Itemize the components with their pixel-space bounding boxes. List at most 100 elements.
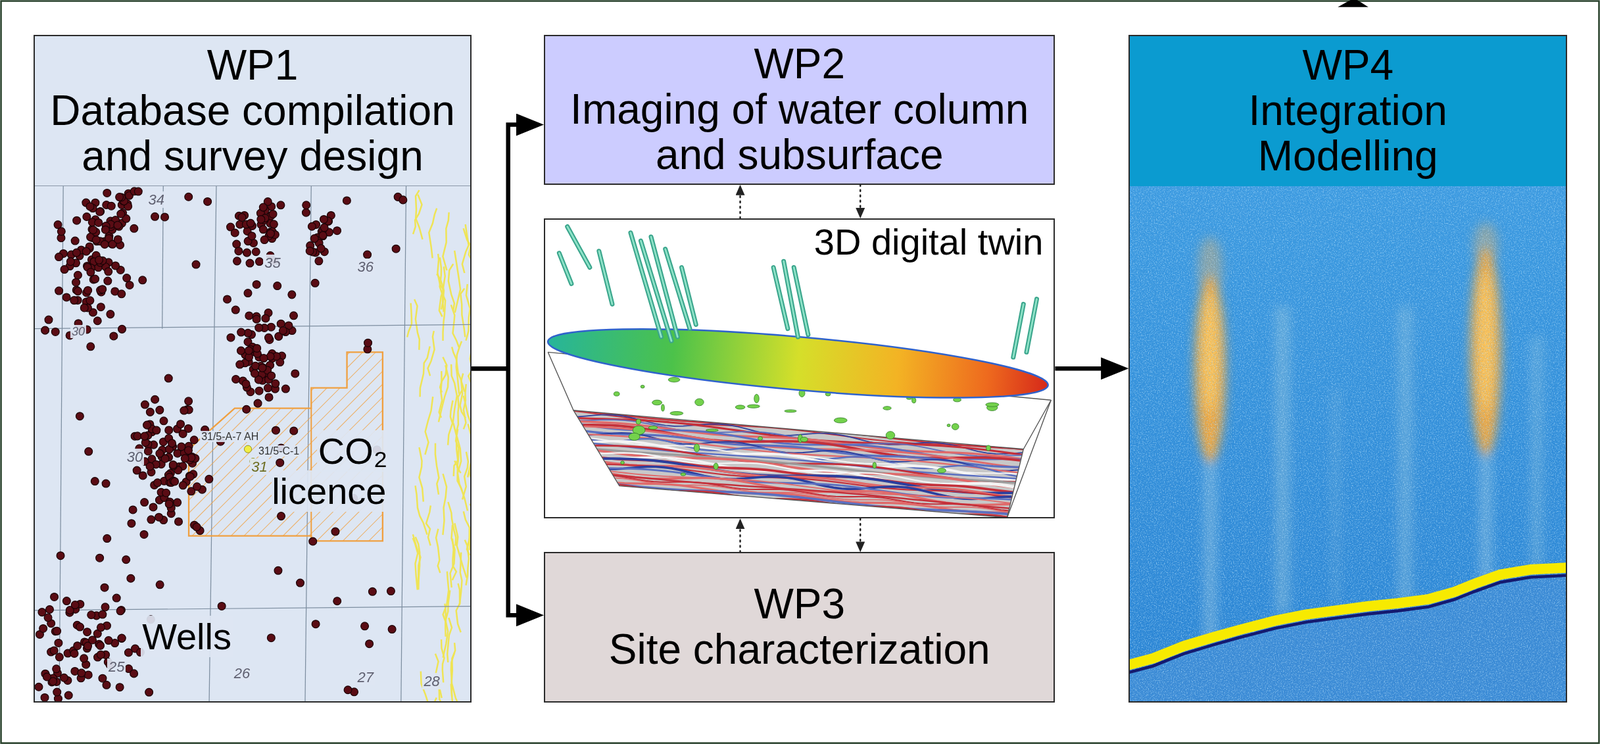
well-dot (43, 672, 52, 681)
block-number: 30 (70, 324, 87, 339)
well-dot (223, 295, 232, 304)
well-dot (100, 240, 109, 249)
coast-contour (457, 436, 463, 491)
well-dot (83, 628, 92, 636)
coast-contour (412, 194, 422, 235)
node-heading: WP2 (753, 41, 846, 87)
anomaly-blob (668, 377, 680, 383)
well-dot (247, 232, 256, 241)
well-dot (117, 209, 125, 218)
well-dot (71, 236, 79, 245)
well-dot (60, 265, 69, 274)
well-dot (134, 187, 143, 196)
well-dot (168, 439, 177, 448)
seabed (1129, 567, 1567, 675)
anomaly-blob (885, 431, 896, 440)
coast-contour (454, 250, 461, 313)
well-dot (311, 278, 319, 287)
well-dot (251, 361, 260, 370)
well-dot (41, 326, 50, 335)
coast-contour (435, 443, 439, 495)
well-dot (173, 498, 182, 507)
coast-contour (467, 423, 471, 477)
block-number: 35 (263, 254, 282, 271)
plume-stick (567, 226, 590, 267)
well-map (34, 184, 471, 702)
label-box: 30 (70, 325, 87, 339)
well-dot (169, 460, 178, 469)
well-dot (268, 210, 277, 219)
well-dot (57, 227, 66, 236)
well-dot (203, 197, 212, 206)
well-dot (80, 654, 89, 663)
grid-line (34, 606, 471, 611)
well-dot (251, 247, 260, 256)
well-dot (50, 593, 59, 602)
well-dot (169, 460, 177, 469)
well-dot (145, 407, 154, 416)
well-dot (140, 530, 148, 539)
anomaly-blob (872, 462, 876, 469)
well-dot (164, 374, 173, 383)
well-dot (96, 207, 105, 216)
well-dot (53, 687, 62, 696)
well-dot (311, 620, 320, 629)
well-dot (74, 287, 83, 296)
well-dot (84, 286, 93, 295)
work-package-box: WP3Site characterization (543, 551, 1055, 702)
well-dot (231, 305, 240, 314)
well-dot (151, 395, 160, 404)
well-dot (251, 369, 260, 378)
well-dot (391, 244, 400, 253)
well-dot (87, 610, 96, 619)
well-dot (276, 459, 285, 467)
label-box: Wells (140, 616, 233, 657)
coast-contour (428, 208, 437, 259)
well-dot (399, 195, 408, 204)
anomaly-blob (800, 436, 808, 442)
well-dot (361, 622, 369, 631)
well-dot (273, 282, 282, 291)
well-dot (255, 386, 264, 395)
map-annotation: CO₂ licence (271, 430, 388, 513)
node-heading: WP4 (1302, 42, 1394, 89)
coastline (407, 190, 471, 702)
plume-stick (599, 251, 613, 305)
well-dot (96, 553, 104, 562)
well-dot (243, 248, 252, 257)
coast-contour (447, 617, 452, 663)
plume-stick (567, 226, 590, 267)
coast-contour (412, 537, 419, 590)
coast-contour (424, 396, 433, 455)
grid-line (401, 185, 407, 702)
dotted-arrow (859, 184, 862, 214)
echogram (1129, 184, 1567, 702)
well-dot (316, 244, 325, 253)
well-dot (74, 270, 83, 279)
anomaly-blob (754, 393, 760, 403)
well-dot (234, 247, 243, 256)
map-annotation: Wells (140, 615, 233, 657)
water-column (1129, 184, 1567, 702)
licence-well (243, 445, 252, 453)
anomaly-blob (648, 426, 658, 430)
well-dot (149, 503, 158, 511)
well-dot (274, 566, 283, 575)
seismic-slice (573, 410, 1024, 518)
well-dot (162, 488, 171, 497)
well-dot (246, 218, 255, 227)
well-dot (44, 315, 53, 324)
anomaly-blob (883, 406, 892, 411)
well-dot (259, 225, 267, 234)
well-dot (103, 276, 112, 285)
well-dot (281, 384, 290, 393)
well-dot (159, 416, 168, 425)
well-dot (255, 323, 264, 332)
well-dot (141, 400, 150, 409)
label-box: 27 (356, 669, 375, 686)
map-grid (34, 185, 471, 702)
well-dot (252, 315, 261, 323)
seismic-reflectors (573, 409, 1024, 517)
